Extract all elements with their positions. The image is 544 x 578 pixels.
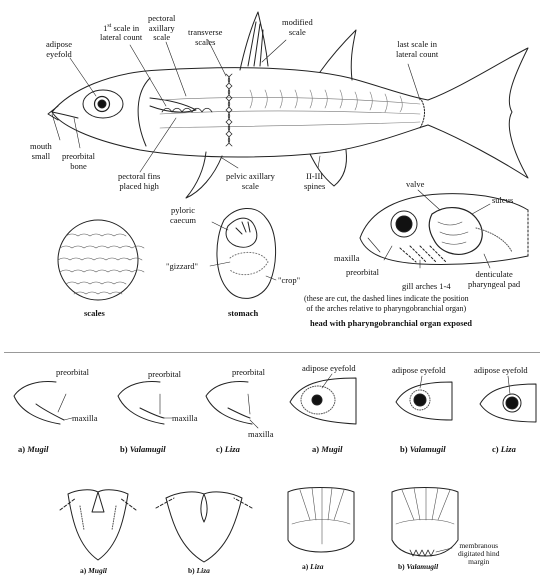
label-mouth-b-preorbital: preorbital xyxy=(148,370,181,380)
ventral-head-drawings xyxy=(60,490,252,562)
label-adipose-eyefold: adipose eyefold xyxy=(46,40,72,59)
eyefold-comparison-drawings xyxy=(290,374,536,424)
caption-ventral-b: b) Liza xyxy=(188,566,210,575)
label-mouth-b-maxilla: maxilla xyxy=(172,414,198,424)
scales-texture-drawing xyxy=(58,220,144,300)
label-membranous-margin: membranous digitated hind margin xyxy=(458,542,499,566)
label-first-scale: 1st scale in lateral count xyxy=(100,22,142,43)
label-preorbital-head: preorbital xyxy=(346,268,379,278)
label-mouth-c-preorbital: preorbital xyxy=(232,368,265,378)
caption-scale-a: a) Liza xyxy=(302,562,323,571)
label-pyloric-caecum: pyloric caecum xyxy=(170,206,196,225)
caption-eye-a: a) Mugil xyxy=(312,444,342,454)
label-eye-c: adipose eyefold xyxy=(474,366,528,376)
label-gill-arches: gill arches 1-4 xyxy=(402,282,451,292)
mouth-comparison-drawings xyxy=(14,382,258,428)
head-note: (these are cut, the dashed lines indicat… xyxy=(304,294,469,313)
label-denticulate-pad: denticulate pharyngeal pad xyxy=(468,270,520,289)
scale-shape-drawings xyxy=(288,488,458,557)
label-eye-b: adipose eyefold xyxy=(392,366,446,376)
label-pectoral-axillary-scale: pectoral axillary scale xyxy=(148,14,175,43)
caption-mouth-c: c) Liza xyxy=(216,444,240,454)
caption-eye-c: c) Liza xyxy=(492,444,516,454)
caption-mouth-b: b) Valamugil xyxy=(120,444,166,454)
label-spines: II-III spines xyxy=(304,172,325,191)
label-pectoral-fins-high: pectoral fins placed high xyxy=(118,172,160,191)
label-pelvic-axillary-scale: pelvic axillary scale xyxy=(226,172,275,191)
caption-ventral-a: a) Mugil xyxy=(80,566,107,575)
label-eye-a: adipose eyefold xyxy=(302,364,356,374)
stomach-drawing xyxy=(210,208,276,298)
label-crop: "crop" xyxy=(278,276,300,286)
label-mouth-small: mouth small xyxy=(30,142,52,161)
label-transverse-scales: transverse scales xyxy=(188,28,222,47)
caption-eye-b: b) Valamugil xyxy=(400,444,446,454)
caption-scales: scales xyxy=(84,308,105,318)
label-mouth-a-maxilla: maxilla xyxy=(72,414,98,424)
caption-head: head with pharyngobranchial organ expose… xyxy=(310,318,472,328)
label-sulcus: sulcus xyxy=(492,196,513,206)
label-last-scale: last scale in lateral count xyxy=(396,40,438,59)
label-mouth-a-preorbital: preorbital xyxy=(56,368,89,378)
label-modified-scale: modified scale xyxy=(282,18,313,37)
label-maxilla-head: maxilla xyxy=(334,254,360,264)
caption-stomach: stomach xyxy=(228,308,258,318)
caption-scale-b: b) Valamugil xyxy=(398,562,438,571)
label-gizzard: "gizzard" xyxy=(166,262,198,272)
label-valve: valve xyxy=(406,180,424,190)
label-preorbital-bone: preorbital bone xyxy=(62,152,95,171)
label-mouth-c-maxilla: maxilla xyxy=(248,430,274,440)
section-divider xyxy=(4,352,540,353)
caption-mouth-a: a) Mugil xyxy=(18,444,48,454)
